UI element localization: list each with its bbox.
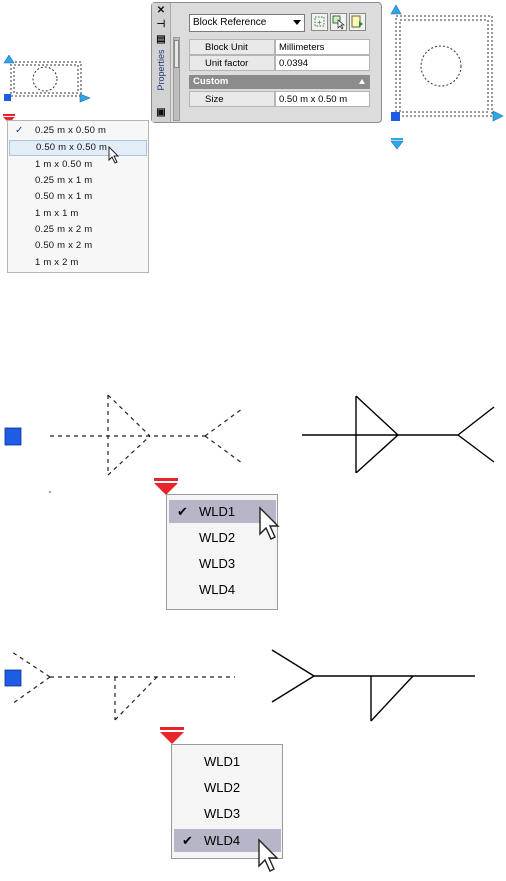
menu-item-wld1[interactable]: WLD1 <box>204 754 241 769</box>
base-grip[interactable] <box>391 112 400 121</box>
palette-title: Properties <box>156 49 166 91</box>
properties-palette: ✕ ⊣ ▤ Properties ▣ Block Reference + Blo… <box>151 2 382 123</box>
select-objects-button[interactable] <box>330 13 347 31</box>
scrollbar-thumb[interactable] <box>174 40 179 68</box>
weld-symbol-dashed-1 <box>4 394 243 493</box>
size-option[interactable]: 1 m x 1 m <box>35 208 79 219</box>
stretch-grip-right[interactable] <box>79 93 91 103</box>
stretch-grip-up[interactable] <box>390 4 402 15</box>
custom-section-header[interactable]: Custom <box>189 75 370 89</box>
stretch-grip-up[interactable] <box>3 55 15 64</box>
collapse-icon[interactable] <box>359 79 365 84</box>
weld-symbol-solid-1 <box>302 395 495 473</box>
mouse-cursor-icon <box>259 506 280 540</box>
menu-item-wld3[interactable]: WLD3 <box>199 556 236 571</box>
weld-type-menu: ✔ WLD1 WLD2 WLD3 WLD4 <box>166 494 278 610</box>
palette-icon[interactable]: ▣ <box>156 107 166 118</box>
menu-item-wld3[interactable]: WLD3 <box>204 806 241 821</box>
size-option-selected[interactable]: 0.50 m x 0.50 m <box>9 140 147 156</box>
check-icon: ✓ <box>15 125 24 136</box>
weld-symbol-solid-2 <box>271 649 475 722</box>
stretch-grip-right[interactable] <box>492 110 504 122</box>
svg-text:+: + <box>317 18 322 27</box>
menu-item-wld2[interactable]: WLD2 <box>199 530 236 545</box>
autohide-icon[interactable]: ⊣ <box>156 19 166 30</box>
toggle-pickadd-button[interactable]: + <box>311 13 328 31</box>
weld-symbol-dashed-2 <box>4 651 235 721</box>
object-type-select[interactable]: Block Reference <box>189 14 305 32</box>
pickadd-icon: + <box>314 16 325 27</box>
size-option[interactable]: 0.50 m x 1 m <box>35 191 93 202</box>
size-option[interactable]: 1 m x 2 m <box>35 257 79 268</box>
check-icon: ✔ <box>177 504 188 519</box>
menu-item-wld4[interactable]: ✔ WLD4 <box>174 829 281 852</box>
quick-select-icon <box>351 15 363 28</box>
quick-select-button[interactable] <box>349 13 366 31</box>
check-icon: ✔ <box>182 833 193 848</box>
size-option[interactable]: 0.25 m x 1 m <box>35 175 93 186</box>
property-row-unit-factor[interactable]: Unit factor 0.0394 <box>189 55 370 71</box>
menu-item-wld2[interactable]: WLD2 <box>204 780 241 795</box>
base-grip[interactable] <box>4 427 22 446</box>
lookup-grip-icon[interactable] <box>154 478 179 496</box>
lookup-grip-icon[interactable] <box>160 727 185 745</box>
palette-scrollbar[interactable] <box>173 37 180 121</box>
mouse-cursor-icon <box>258 838 279 872</box>
size-dropdown-list: ✓ 0.25 m x 0.50 m 0.50 m x 0.50 m 1 m x … <box>7 120 149 273</box>
menu-item-wld1[interactable]: ✔ WLD1 <box>169 500 276 523</box>
mouse-cursor-icon <box>108 146 120 164</box>
weld-type-menu: WLD1 WLD2 WLD3 ✔ WLD4 <box>171 744 283 859</box>
property-row-size[interactable]: Size 0.50 m x 0.50 m <box>189 91 370 107</box>
size-option[interactable]: 1 m x 0.50 m <box>35 159 93 170</box>
size-option[interactable]: ✓ 0.25 m x 0.50 m <box>9 123 147 139</box>
large-block-preview <box>390 4 504 150</box>
close-icon[interactable]: ✕ <box>156 5 166 16</box>
property-row-block-unit[interactable]: Block Unit Millimeters <box>189 39 370 55</box>
select-objects-icon <box>332 15 345 30</box>
palette-menu-icon[interactable]: ▤ <box>156 34 166 45</box>
palette-title-strip[interactable]: ✕ ⊣ ▤ Properties ▣ <box>152 3 171 122</box>
lookup-grip-icon[interactable] <box>390 138 404 150</box>
base-grip[interactable] <box>4 94 11 101</box>
menu-item-wld4[interactable]: WLD4 <box>199 582 236 597</box>
small-block-preview <box>3 55 91 103</box>
chevron-down-icon <box>293 20 301 25</box>
size-option[interactable]: 0.25 m x 2 m <box>35 224 93 235</box>
size-option[interactable]: 0.50 m x 2 m <box>35 240 93 251</box>
base-grip[interactable] <box>4 669 22 687</box>
